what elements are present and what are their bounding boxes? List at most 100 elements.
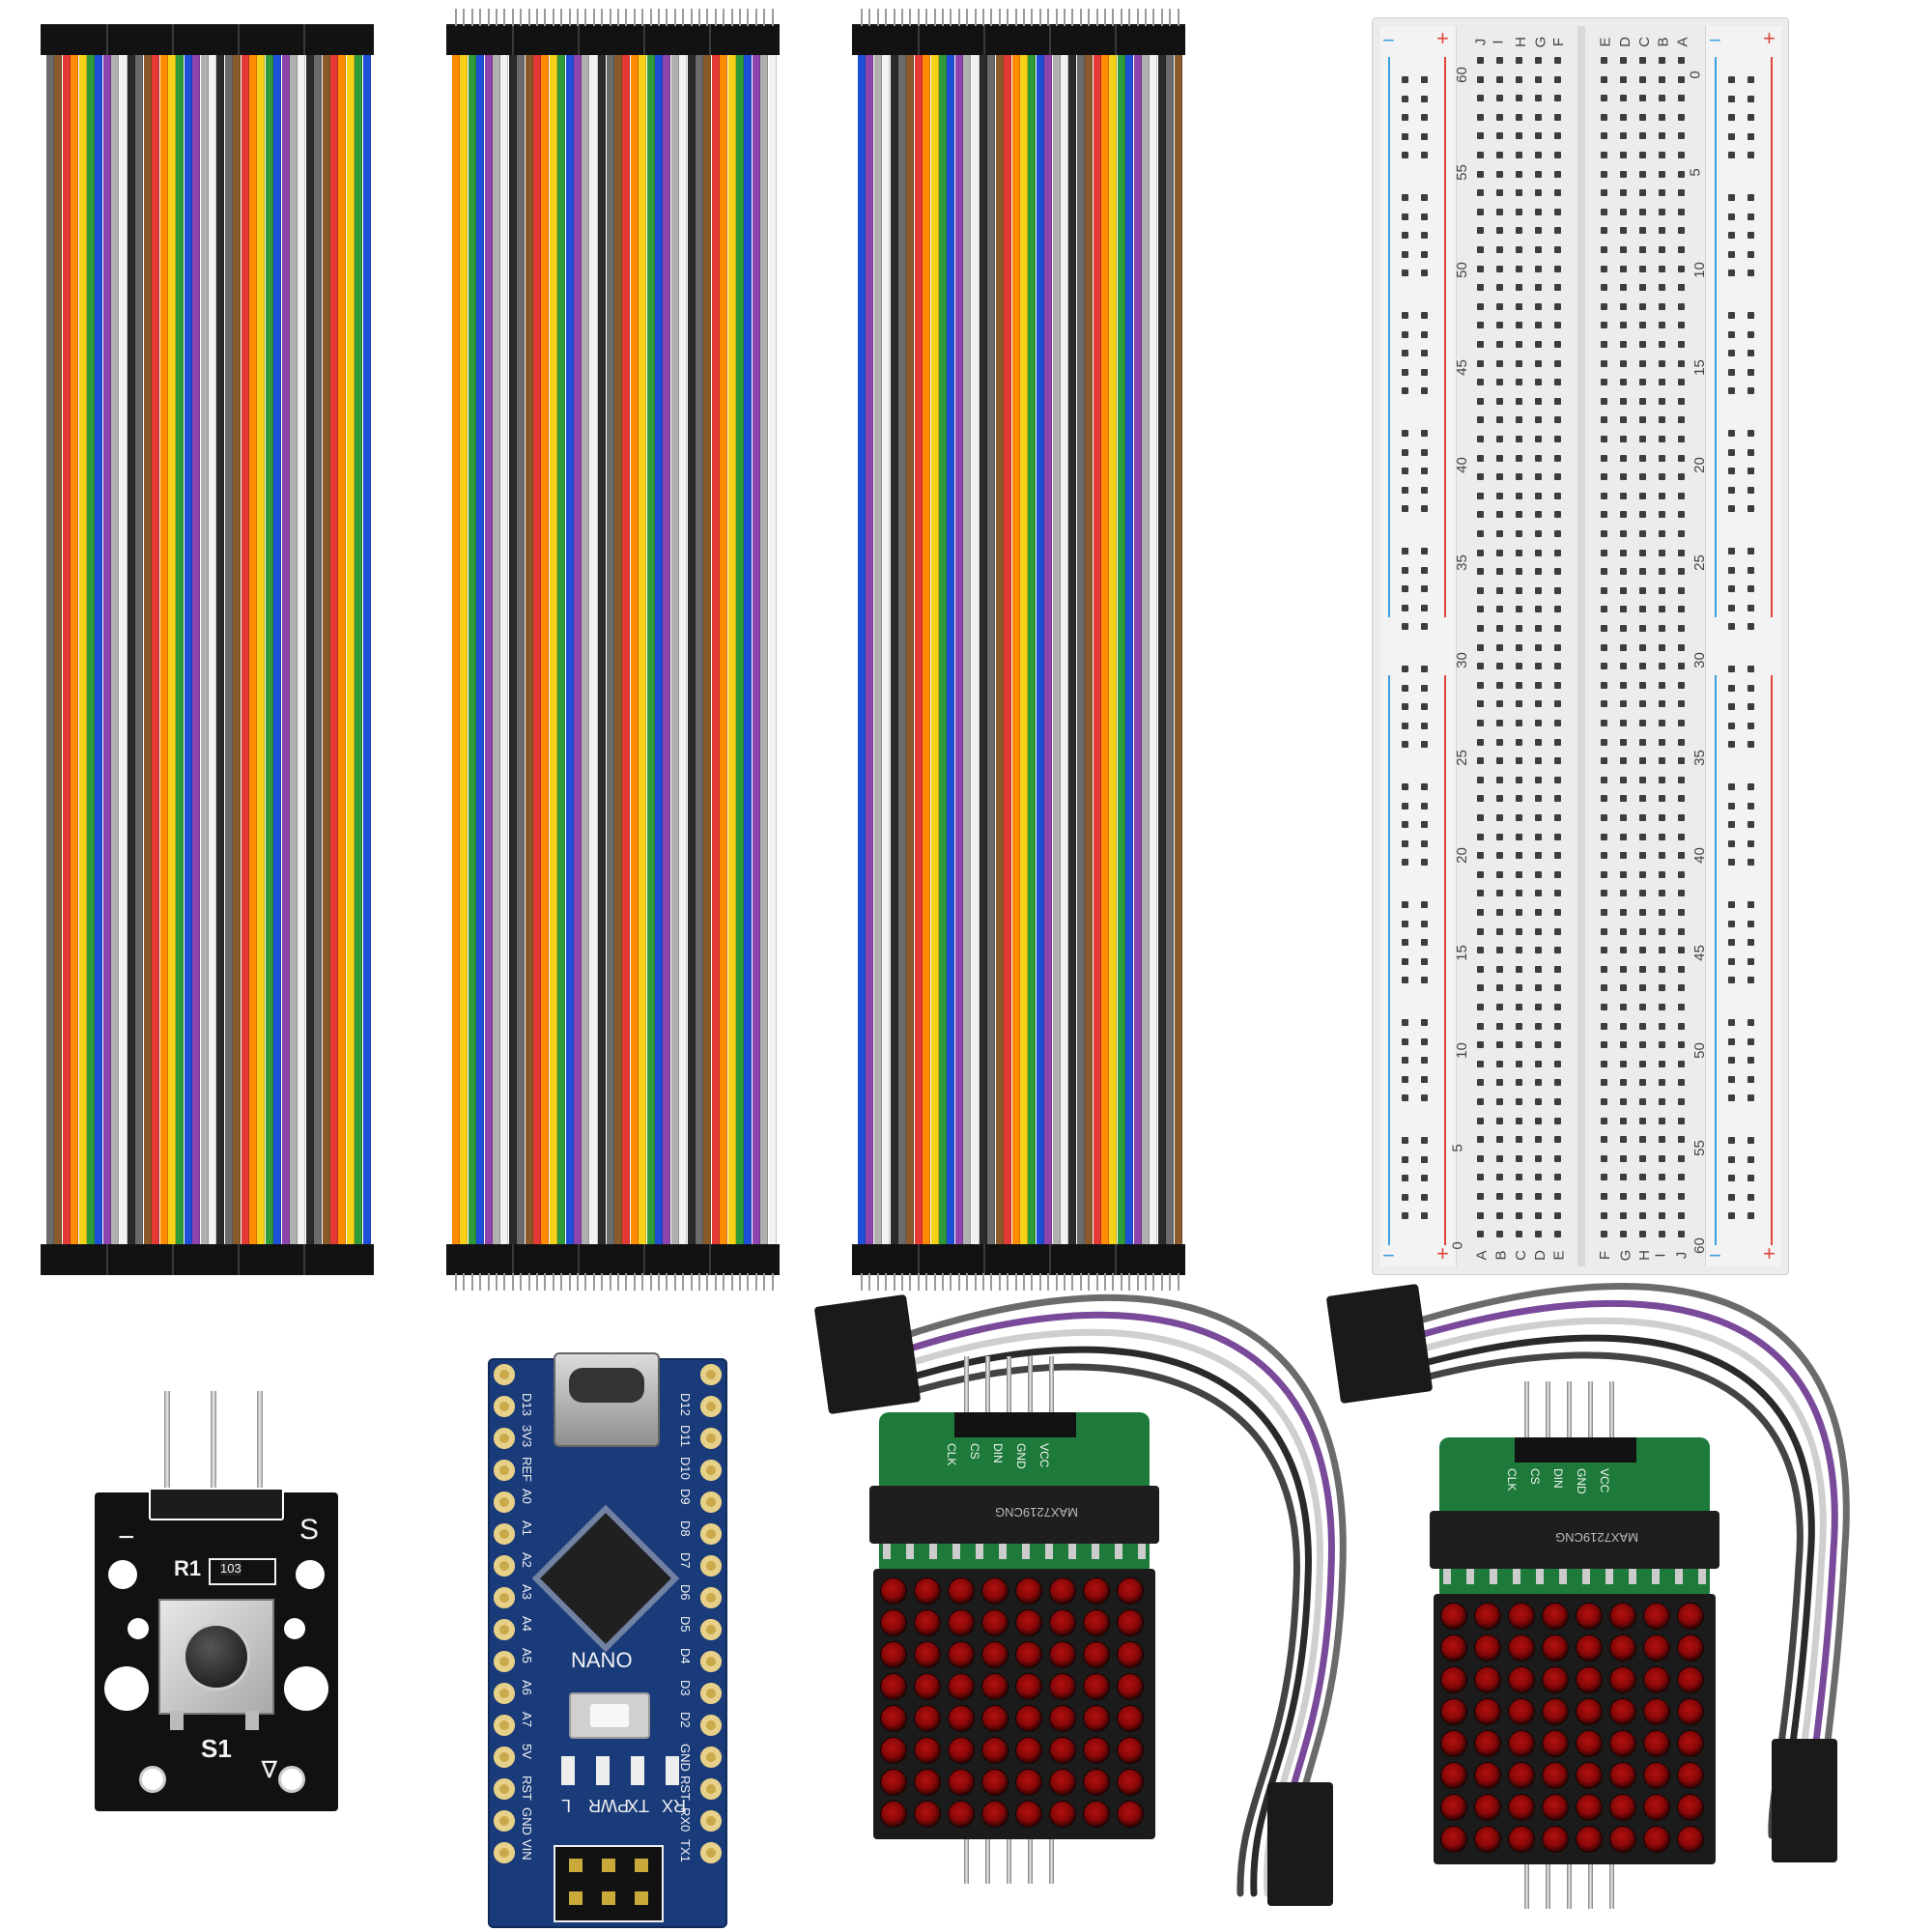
- left-red-rail-line-lower: [1444, 675, 1446, 1245]
- breadboard-hole: [1535, 776, 1542, 783]
- breadboard-hole: [1496, 530, 1503, 537]
- breadboard-hole: [1496, 1041, 1503, 1049]
- breadboard-hole: [1620, 1193, 1627, 1200]
- breadboard-hole: [1728, 1175, 1735, 1182]
- breadboard-hole: [1477, 681, 1484, 689]
- reset-button[interactable]: [569, 1692, 650, 1739]
- breadboard-hole: [1496, 814, 1503, 821]
- icsp-header: [554, 1845, 664, 1922]
- breadboard-hole: [1477, 265, 1484, 272]
- breadboard-hole: [1496, 113, 1503, 121]
- breadboard-hole: [1728, 468, 1735, 475]
- jumper-wire: [923, 51, 931, 1248]
- tactile-switch[interactable]: [158, 1599, 274, 1715]
- breadboard-hole: [1620, 681, 1627, 689]
- breadboard-hole: [1678, 1136, 1685, 1144]
- column-number: 0: [1687, 71, 1704, 79]
- breadboard-hole: [1496, 322, 1503, 329]
- jumper-wire: [1020, 51, 1028, 1248]
- jumper-wire: [500, 51, 509, 1248]
- breadboard-hole: [1421, 939, 1428, 947]
- breadboard-hole: [1421, 213, 1428, 220]
- breadboard-hole: [1728, 76, 1735, 83]
- chip-leg: [929, 1544, 937, 1559]
- breadboard-hole: [1659, 663, 1665, 670]
- breadboard-hole: [1535, 341, 1542, 348]
- breadboard-hole: [1639, 852, 1646, 860]
- jumper-wire: [1150, 51, 1158, 1248]
- matrix-pin-label: VCC: [1598, 1468, 1611, 1493]
- breadboard-hole: [1639, 568, 1646, 576]
- breadboard-hole: [1477, 208, 1484, 215]
- led-dot: [949, 1642, 974, 1667]
- breadboard-hole: [1659, 643, 1665, 651]
- jumper-wire: [727, 51, 736, 1248]
- breadboard-hole: [1535, 436, 1542, 442]
- led-dot: [1475, 1667, 1500, 1692]
- led-dot: [1016, 1802, 1041, 1827]
- dupont-connector: [1772, 1739, 1837, 1862]
- led-dot: [1441, 1731, 1466, 1756]
- breadboard-hole: [1477, 757, 1484, 765]
- breadboard-hole: [1747, 270, 1754, 277]
- breadboard-hole: [1728, 802, 1735, 810]
- breadboard-hole: [1554, 75, 1561, 83]
- breadboard-hole: [1678, 1041, 1685, 1049]
- breadboard-hole: [1535, 322, 1542, 329]
- breadboard-hole: [1496, 795, 1503, 803]
- breadboard-hole: [1601, 302, 1607, 310]
- breadboard-hole: [1554, 890, 1561, 897]
- breadboard-hole: [1496, 625, 1503, 632]
- breadboard-hole: [1402, 703, 1408, 711]
- breadboard-hole: [1728, 350, 1735, 357]
- breadboard-hole: [1659, 152, 1665, 158]
- jumper-wire: [1142, 51, 1150, 1248]
- breadboard-hole: [1402, 1019, 1408, 1026]
- breadboard-hole: [1421, 977, 1428, 984]
- breadboard-hole: [1477, 833, 1484, 840]
- breadboard-hole: [1402, 722, 1408, 729]
- breadboard-hole: [1659, 359, 1665, 367]
- column-number: 35: [1690, 750, 1708, 766]
- breadboard-hole: [1659, 75, 1665, 83]
- breadboard-hole: [1402, 839, 1408, 847]
- breadboard-hole: [1477, 1060, 1484, 1067]
- switch-cap[interactable]: [185, 1626, 247, 1688]
- led-dot: [915, 1578, 940, 1604]
- breadboard-hole: [1678, 436, 1685, 442]
- breadboard-hole: [1402, 1037, 1408, 1045]
- header-pin: [1567, 1381, 1572, 1449]
- breadboard-hole: [1620, 227, 1627, 235]
- breadboard-hole: [1601, 208, 1607, 215]
- connector-header-top: [852, 24, 1185, 55]
- breadboard-hole: [1659, 625, 1665, 632]
- breadboard-hole: [1421, 585, 1428, 593]
- breadboard-hole: [1678, 75, 1685, 83]
- jumper-wire: [622, 51, 631, 1248]
- led-dot: [982, 1610, 1008, 1635]
- matrix-pin-label: GND: [1575, 1468, 1588, 1494]
- breadboard-hole: [1639, 927, 1646, 935]
- column-number: 55: [1690, 1140, 1708, 1156]
- breadboard-hole: [1477, 132, 1484, 140]
- led-dot: [1441, 1635, 1466, 1661]
- breadboard-hole: [1659, 341, 1665, 348]
- breadboard-hole: [1678, 1231, 1685, 1238]
- column-number: 60: [1453, 67, 1470, 83]
- jumper-wire: [468, 51, 476, 1248]
- switch-leg: [245, 1711, 259, 1730]
- led-label-rx: RX: [662, 1796, 687, 1815]
- reset-button-cap[interactable]: [590, 1704, 629, 1727]
- breadboard-hole: [1659, 606, 1665, 613]
- breadboard-hole: [1639, 890, 1646, 897]
- breadboard-hole: [1535, 1060, 1542, 1067]
- breadboard-hole: [1554, 152, 1561, 158]
- breadboard-hole: [1601, 606, 1607, 613]
- breadboard-hole: [1620, 454, 1627, 462]
- column-number: 50: [1453, 262, 1470, 278]
- breadboard-hole: [1421, 1155, 1428, 1163]
- breadboard-hole: [1601, 132, 1607, 140]
- breadboard-hole: [1516, 170, 1522, 178]
- right-red-rail-line-lower: [1771, 675, 1773, 1245]
- breadboard-hole: [1402, 1155, 1408, 1163]
